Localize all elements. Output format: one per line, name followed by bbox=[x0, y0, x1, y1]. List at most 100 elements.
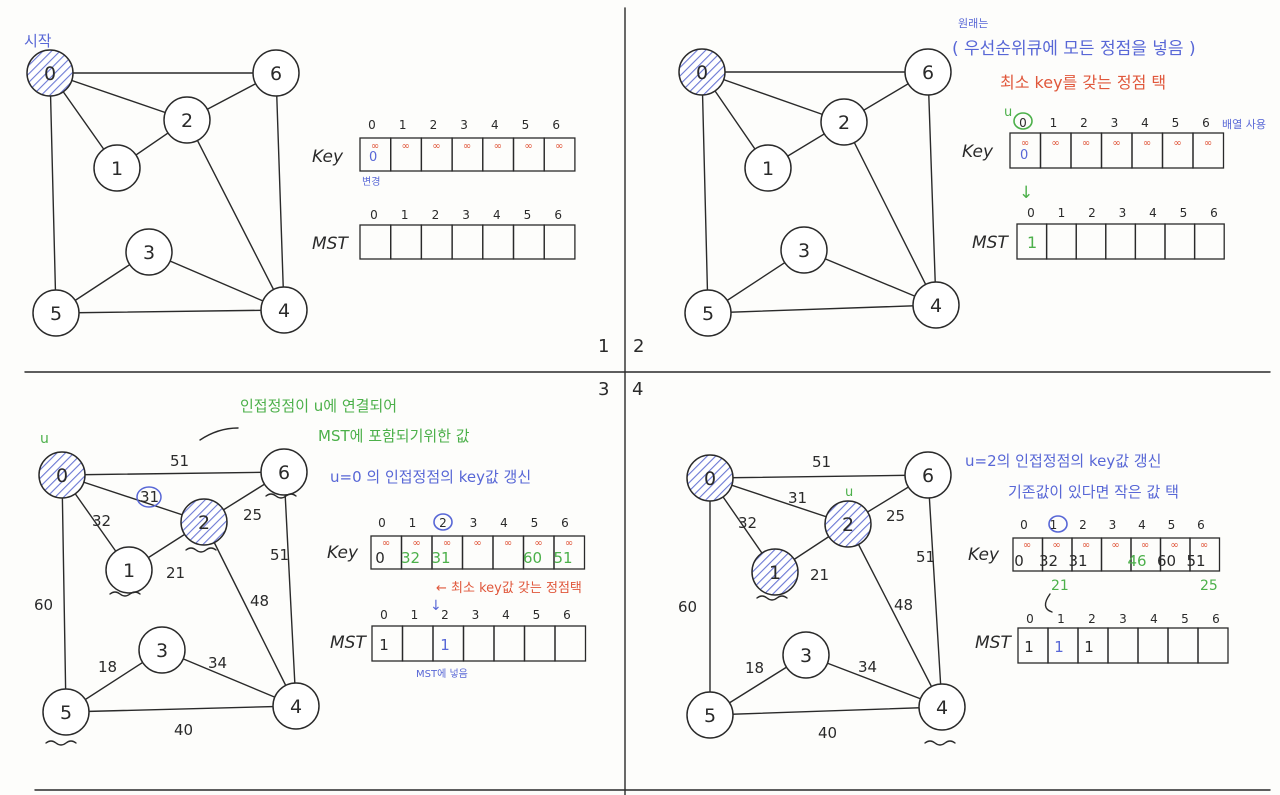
index-label-6: 6 bbox=[552, 118, 560, 132]
index-label-6: 6 bbox=[1212, 612, 1220, 626]
key-row-label: Key bbox=[962, 142, 994, 162]
node-6: 6 bbox=[260, 448, 308, 496]
mst-array bbox=[1017, 627, 1229, 664]
index-label-1: 1 bbox=[411, 608, 419, 622]
infinity-mark-5: ∞ bbox=[524, 141, 532, 152]
node-0: 0 bbox=[686, 454, 734, 502]
squiggle-5 bbox=[45, 740, 77, 746]
array-cell-6 bbox=[543, 137, 576, 172]
index-label-3: 3 bbox=[460, 118, 468, 132]
index-label-0: 0 bbox=[380, 608, 388, 622]
index-label-4: 4 bbox=[1149, 206, 1157, 220]
node-6-label: 6 bbox=[278, 462, 290, 484]
note-line-1: 인접정점이 u에 연결되어 bbox=[240, 397, 397, 415]
squiggle-6 bbox=[265, 493, 297, 499]
panel-number-4: 4 bbox=[632, 379, 643, 400]
index-label-0: 0 bbox=[1026, 612, 1034, 626]
mst-array bbox=[359, 224, 576, 260]
node-6: 6 bbox=[904, 48, 952, 96]
node-4: 4 bbox=[918, 683, 966, 731]
index-label-3: 3 bbox=[472, 608, 480, 622]
weight-4-6: 51 bbox=[270, 546, 289, 564]
index-label-4: 4 bbox=[493, 208, 501, 222]
index-label-4: 4 bbox=[502, 608, 510, 622]
panel-4: 0 1 2 3 4 5 6 u 51 32 31 21 25 48 51 60 … bbox=[678, 451, 1229, 746]
array-cell-2 bbox=[1075, 223, 1107, 260]
node-1: 1 bbox=[751, 548, 799, 596]
array-cell-3 bbox=[1107, 627, 1139, 664]
node-2-label: 2 bbox=[842, 514, 854, 536]
key-infinities: ∞∞∞∞∞∞∞ bbox=[382, 538, 573, 549]
panel-2: 0 1 2 3 4 5 6 원래는 ( 우선순위큐에 모든 정점을 넣음 ) 최… bbox=[678, 17, 1266, 337]
node-6: 6 bbox=[252, 49, 300, 97]
infinity-mark-0: ∞ bbox=[371, 141, 379, 152]
graph-edges bbox=[701, 71, 937, 314]
key-0-value: 0 bbox=[1020, 148, 1028, 163]
graph-edges bbox=[709, 474, 943, 716]
cell-value-1: 1 bbox=[1054, 638, 1064, 656]
node-5: 5 bbox=[684, 289, 732, 337]
u-label: u bbox=[845, 485, 853, 500]
infinity-mark-3: ∞ bbox=[473, 538, 481, 549]
node-0-label: 0 bbox=[696, 62, 708, 84]
index-label-2: 2 bbox=[1079, 518, 1087, 532]
index-label-6: 6 bbox=[563, 608, 571, 622]
index-label-6: 6 bbox=[561, 516, 569, 530]
node-1: 1 bbox=[93, 144, 141, 192]
infinity-mark-3: ∞ bbox=[1111, 540, 1119, 551]
graph-edges bbox=[61, 471, 297, 713]
mst-array bbox=[371, 625, 587, 662]
infinity-mark-5: ∞ bbox=[534, 538, 542, 549]
note-line-1: u=2의 인접정점의 key값 갱신 bbox=[965, 452, 1161, 470]
infinity-mark-1: ∞ bbox=[1052, 540, 1060, 551]
index-label-1: 1 bbox=[401, 208, 409, 222]
weight-0-5: 60 bbox=[34, 596, 53, 614]
node-6-label: 6 bbox=[922, 62, 934, 84]
node-6-label: 6 bbox=[270, 63, 282, 85]
node-0: 0 bbox=[26, 49, 74, 97]
cell-value-2: 1 bbox=[1084, 638, 1094, 656]
index-label-2: 2 bbox=[1088, 206, 1096, 220]
index-label-3: 3 bbox=[470, 516, 478, 530]
node-5-label: 5 bbox=[50, 303, 62, 325]
node-5: 5 bbox=[42, 688, 90, 736]
cell-value-2: 31 bbox=[431, 549, 450, 567]
weight-2-4: 48 bbox=[250, 592, 269, 610]
node-1-label: 1 bbox=[762, 158, 774, 180]
index-label-5: 5 bbox=[533, 608, 541, 622]
array-cell-4 bbox=[493, 625, 526, 662]
update-label: 변경 bbox=[362, 175, 380, 188]
array-cell-6 bbox=[553, 535, 586, 570]
side-label: 배열 사용 bbox=[1222, 118, 1266, 131]
array-cell-1 bbox=[390, 224, 423, 260]
infinity-mark-2: ∞ bbox=[1082, 138, 1090, 149]
cell-value-5: 60 bbox=[1157, 552, 1176, 570]
squiggle-2 bbox=[185, 547, 217, 553]
index-label-1: 1 bbox=[1057, 612, 1065, 626]
node-0-label: 0 bbox=[44, 63, 56, 85]
circled-weight bbox=[136, 486, 162, 508]
node-0: 0 bbox=[38, 451, 86, 499]
index-label-2: 2 bbox=[439, 516, 447, 530]
note-line-2: 기존값이 있다면 작은 값 택 bbox=[1008, 483, 1179, 501]
array-cell-1 bbox=[1045, 223, 1077, 260]
cell-value-1: 32 bbox=[1039, 552, 1058, 570]
node-3-label: 3 bbox=[143, 242, 155, 264]
infinity-mark-3: ∞ bbox=[463, 141, 471, 152]
note-line-1: 원래는 bbox=[958, 17, 988, 30]
node-2: 2 bbox=[163, 96, 211, 144]
array-cell-5 bbox=[1167, 627, 1199, 664]
cell-value-6: 51 bbox=[553, 549, 572, 567]
key-row-label: Key bbox=[312, 147, 344, 167]
selected-index-circle bbox=[1013, 112, 1033, 130]
node-2: 2 bbox=[180, 498, 228, 546]
key-array bbox=[1012, 537, 1221, 572]
array-cell-3 bbox=[451, 224, 484, 260]
key-row-label: Key bbox=[327, 543, 359, 563]
weight-2-6: 25 bbox=[243, 506, 262, 524]
